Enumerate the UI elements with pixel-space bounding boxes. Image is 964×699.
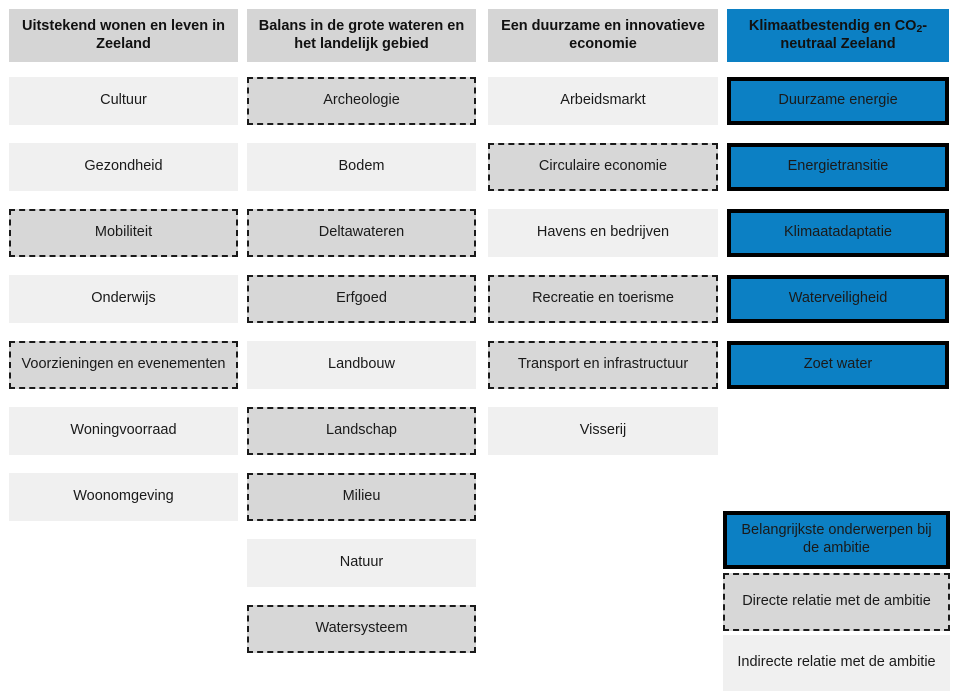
column-header-wonen-leven: Uitstekend wonen en leven in Zeeland (9, 9, 238, 62)
topic-cell-visserij[interactable]: Visserij (488, 407, 718, 455)
topic-cell-onderwijs[interactable]: Onderwijs (9, 275, 238, 323)
topic-label: Woonomgeving (73, 488, 174, 505)
topic-label: Arbeidsmarkt (560, 92, 646, 109)
column-balans-wateren: Balans in de grote wateren en het landel… (247, 9, 476, 671)
topic-cell-havens-en-bedrijven[interactable]: Havens en bedrijven (488, 209, 718, 257)
topic-cell-zoet-water[interactable]: Zoet water (727, 341, 949, 389)
topic-label: Landschap (326, 422, 397, 439)
legend-label: Indirecte relatie met de ambitie (737, 654, 936, 671)
topic-label: Bodem (338, 158, 385, 175)
topic-cell-bodem[interactable]: Bodem (247, 143, 476, 191)
column-header-label: Klimaatbestendig en CO2-neutraal Zeeland (748, 17, 928, 52)
topic-cell-transport-en-infrastructuur[interactable]: Transport en infrastructuur (488, 341, 718, 389)
topic-label: Cultuur (100, 92, 147, 109)
topic-cell-watersysteem[interactable]: Watersysteem (247, 605, 476, 653)
topic-cell-energietransitie[interactable]: Energietransitie (727, 143, 949, 191)
column-klimaatbestendig: Klimaatbestendig en CO2-neutraal Zeeland… (727, 9, 949, 407)
topic-cell-archeologie[interactable]: Archeologie (247, 77, 476, 125)
topic-label: Transport en infrastructuur (517, 356, 689, 373)
topic-label: Erfgoed (336, 290, 387, 307)
column-header-duurzame-economie: Een duurzame en innovatieve economie (488, 9, 718, 62)
topic-cell-circulaire-economie[interactable]: Circulaire economie (488, 143, 718, 191)
topic-cell-waterveiligheid[interactable]: Waterveiligheid (727, 275, 949, 323)
topic-cell-milieu[interactable]: Milieu (247, 473, 476, 521)
topic-label: Energietransitie (787, 158, 889, 175)
legend-item-belangrijkste-onderwerpen: Belangrijkste onderwerpen bij de ambitie (723, 511, 950, 569)
topic-cell-deltawateren[interactable]: Deltawateren (247, 209, 476, 257)
topic-label: Recreatie en toerisme (532, 290, 674, 307)
topic-label: Natuur (339, 554, 384, 571)
column-header-label: Een duurzame en innovatieve economie (501, 17, 705, 52)
column-header-balans-wateren: Balans in de grote wateren en het landel… (247, 9, 476, 62)
legend-item-indirecte-relatie: Indirecte relatie met de ambitie (723, 635, 950, 691)
column-wonen-leven: Uitstekend wonen en leven in Zeeland Cul… (9, 9, 238, 539)
topic-label: Circulaire economie (538, 158, 668, 175)
topic-cell-klimaatadaptatie[interactable]: Klimaatadaptatie (727, 209, 949, 257)
legend-item-directe-relatie: Directe relatie met de ambitie (723, 573, 950, 631)
column-header-label: Balans in de grote wateren en het landel… (258, 17, 465, 52)
topic-label: Onderwijs (91, 290, 156, 307)
topic-label: Visserij (579, 422, 627, 439)
topic-label: Gezondheid (84, 158, 163, 175)
topic-label: Mobiliteit (94, 224, 153, 241)
topic-label: Milieu (342, 488, 381, 505)
topic-cell-gezondheid[interactable]: Gezondheid (9, 143, 238, 191)
topic-cell-mobiliteit[interactable]: Mobiliteit (9, 209, 238, 257)
topic-label: Landbouw (328, 356, 395, 373)
topic-label: Duurzame energie (778, 92, 898, 109)
topic-cell-voorzieningen-en-evenementen[interactable]: Voorzieningen en evenementen (9, 341, 238, 389)
column-header-klimaatbestendig: Klimaatbestendig en CO2-neutraal Zeeland (727, 9, 949, 62)
topic-label: Deltawateren (318, 224, 405, 241)
topic-cell-cultuur[interactable]: Cultuur (9, 77, 238, 125)
topic-cell-woningvoorraad[interactable]: Woningvoorraad (9, 407, 238, 455)
legend-label: Belangrijkste onderwerpen bij de ambitie (741, 522, 932, 556)
legend: Belangrijkste onderwerpen bij de ambitie… (723, 511, 950, 695)
topic-cell-landbouw[interactable]: Landbouw (247, 341, 476, 389)
topic-label: Archeologie (323, 92, 400, 109)
legend-label: Directe relatie met de ambitie (742, 593, 931, 610)
topic-cell-recreatie-en-toerisme[interactable]: Recreatie en toerisme (488, 275, 718, 323)
topic-label: Woningvoorraad (70, 422, 177, 439)
topic-label: Havens en bedrijven (536, 224, 670, 241)
topic-label: Klimaatadaptatie (783, 224, 892, 241)
topic-label: Waterveiligheid (788, 290, 888, 307)
topic-cell-arbeidsmarkt[interactable]: Arbeidsmarkt (488, 77, 718, 125)
topic-cell-landschap[interactable]: Landschap (247, 407, 476, 455)
column-duurzame-economie: Een duurzame en innovatieve economie Arb… (488, 9, 718, 473)
topic-label: Zoet water (803, 356, 873, 373)
topic-cell-duurzame-energie[interactable]: Duurzame energie (727, 77, 949, 125)
topic-label: Voorzieningen en evenementen (21, 356, 226, 373)
topic-cell-natuur[interactable]: Natuur (247, 539, 476, 587)
column-header-label: Uitstekend wonen en leven in Zeeland (21, 17, 226, 52)
topic-cell-woonomgeving[interactable]: Woonomgeving (9, 473, 238, 521)
topic-label: Watersysteem (315, 620, 408, 637)
topic-cell-erfgoed[interactable]: Erfgoed (247, 275, 476, 323)
